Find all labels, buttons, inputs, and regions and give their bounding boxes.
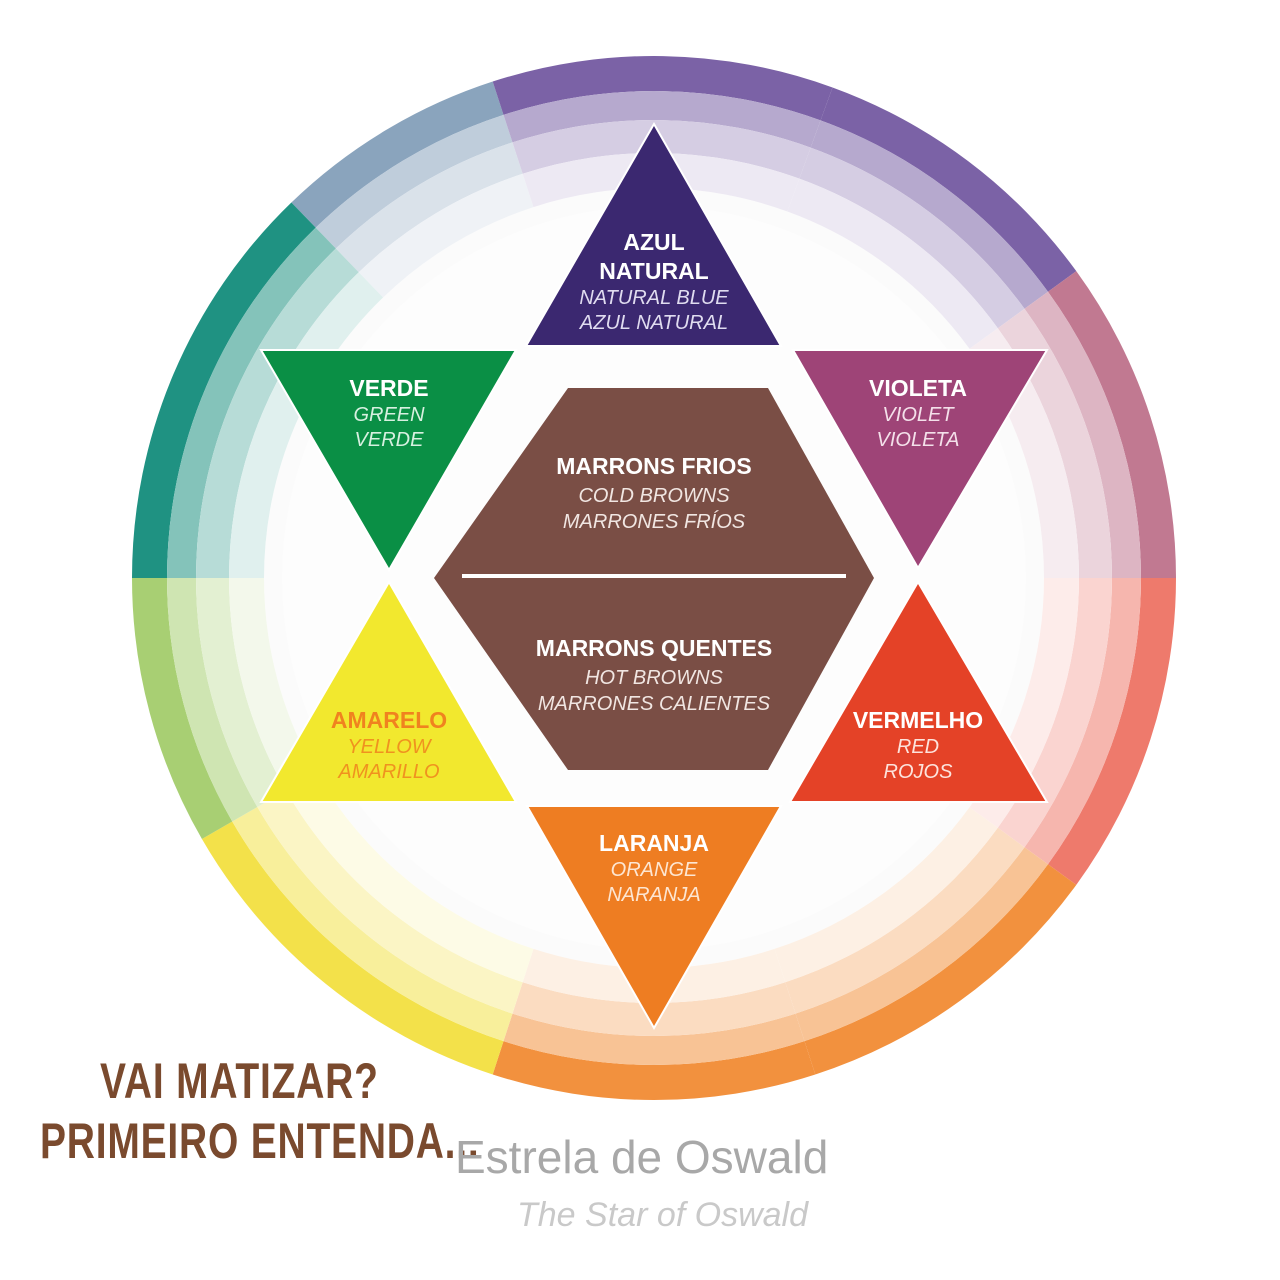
center-hexagon: MARRONS FRIOS COLD BROWNS MARRONES FRÍOS MA… [434,388,874,770]
headline-line-1: VAI MATIZAR? [100,1053,379,1109]
triangle-laranja-shape [525,805,783,1031]
triangle-amarelo-shape [259,580,518,803]
hot-browns-es: MARRONES CALIENTES [538,693,771,715]
triangle-azul: AZUL NATURAL NATURAL BLUE AZUL NATURAL [524,121,783,347]
triangle-vermelho: VERMELHO RED ROJOS [788,580,1049,803]
ring-segment-orange [492,1041,816,1100]
cold-browns-title: MARRONS FRIOS [556,453,752,479]
ring-segment-mauve [1047,271,1176,578]
ring-segment-blue [315,114,513,249]
ring-segment-violet [503,91,821,148]
ring-segment-teal [132,202,316,578]
triangle-laranja-es: NARANJA [607,884,700,906]
triangle-azul-es: AZUL NATURAL [579,312,728,334]
triangle-violeta: VIOLETA VIOLET VIOLETA [791,349,1049,570]
ring-segment-orange [785,827,1025,1014]
triangle-amarelo-es: AMARILLO [337,761,439,783]
ring-segment-orange [795,847,1048,1042]
ring-segment-yellow [232,807,513,1042]
ring-segment-violet [810,120,1048,309]
triangle-azul-title: AZUL [623,229,684,255]
footer-title: Estrela de Oswald [455,1131,829,1183]
triangle-violeta-title: VIOLETA [869,375,967,401]
triangle-laranja-title: LARANJA [599,830,709,856]
triangle-verde-shape [259,349,518,572]
ring-segment-yellow [257,790,523,1014]
triangle-verde-title: VERDE [349,375,428,401]
ring-segment-blue [335,142,523,273]
ring-segment-blue [358,173,534,298]
ring-segment-teal [229,272,384,578]
triangle-vermelho-title: VERMELHO [853,707,983,733]
ring-segment-teal [196,248,359,579]
hot-browns-en: HOT BROWNS [585,667,723,689]
triangle-violeta-shape [791,349,1049,570]
triangle-amarelo-title: AMARELO [331,707,447,733]
headline-line-2: PRIMEIRO ENTENDA... [40,1113,480,1169]
ring-segment-teal [167,227,336,578]
ring-segment-violet [820,87,1077,292]
ring-segment-red [1024,578,1141,865]
ring-segment-red [997,578,1112,848]
star-triangles: AZUL NATURAL NATURAL BLUE AZUL NATURAL VIOLE… [259,121,1049,1031]
cold-browns-en: COLD BROWNS [578,485,730,507]
ring-segment-orange [503,1013,805,1065]
ring-segment-violet [492,55,833,121]
triangle-laranja-en: ORANGE [611,859,698,881]
triangle-violeta-es: VIOLETA [877,429,960,451]
ring-segment-orange [804,864,1077,1075]
ring-segment-yellow [285,773,534,983]
ring-segment-violet [787,178,998,349]
ring-segment-mauve [997,308,1112,578]
triangle-vermelho-shape [788,580,1049,803]
center-hexagon-shape [434,388,874,770]
ring-segment-mauve [1024,291,1141,578]
triangle-azul-shape [524,121,783,347]
triangle-verde-es: VERDE [355,429,425,451]
triangle-verde: VERDE GREEN VERDE [259,349,518,572]
triangle-amarelo: AMARELO YELLOW AMARILLO [259,580,518,803]
ring-segment-lime [132,578,233,839]
triangle-vermelho-en: RED [897,736,939,758]
triangle-verde-en: GREEN [353,404,425,426]
ring-segment-orange [774,807,998,983]
ring-segment-blue [291,81,504,228]
triangle-amarelo-en: YELLOW [347,736,432,758]
ring-segment-red [1047,578,1176,885]
ring-segment-lime [196,578,286,807]
ring-segment-lime [229,578,317,791]
triangle-vermelho-es: ROJOS [884,761,954,783]
cold-browns-es: MARRONES FRÍOS [563,510,746,533]
footer-subtitle: The Star of Oswald [517,1196,809,1234]
ring-segment-violet [799,147,1025,329]
triangle-laranja: LARANJA ORANGE NARANJA [525,805,783,1031]
triangle-azul-en: NATURAL BLUE [579,287,729,309]
ring-segment-yellow [201,821,504,1075]
triangle-violeta-en: VIOLET [882,404,955,426]
triangle-azul-title: NATURAL [599,258,708,284]
ring-segment-lime [167,578,258,822]
hot-browns-title: MARRONS QUENTES [536,635,772,661]
